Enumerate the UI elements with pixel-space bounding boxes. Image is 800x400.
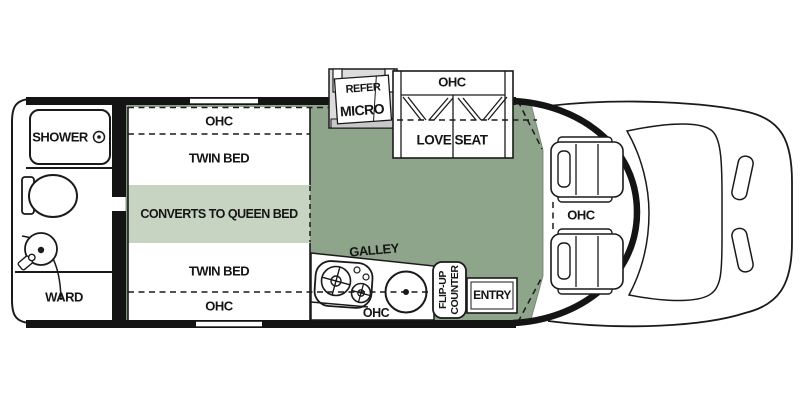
flip-up-line2: COUNTER [448,265,461,315]
bathroom-wall-upper [112,97,126,197]
bathroom-wall-lower [112,211,126,328]
stove-icon [310,260,374,309]
love-seat-unit [392,70,537,159]
ohc-label-bed-top: OHC [205,113,233,129]
hood-vent-icon [731,227,754,273]
ohc-label-loveseat: OHC [438,74,466,90]
micro-label: MICRO [339,100,385,120]
cab-seat-driver [550,136,624,203]
bath-sink-dot [37,246,45,254]
twin-bed-top-label: TWIN BED [188,150,250,166]
shower-pan [29,109,111,165]
ohc-label-cab: OHC [567,207,595,223]
flip-up-counter-box [432,261,467,319]
window-top [190,98,258,104]
entry-box [466,277,518,314]
ohc-label-galley: OHC [362,305,390,320]
ohc-label-bed-bottom: OHC [205,298,233,314]
flip-up-line1: FLIP-UP [437,270,449,310]
shower-label: SHOWER [32,129,88,145]
galley-sink-icon [384,270,428,314]
hood-vent-icon [731,155,754,201]
top-wall [26,97,516,105]
flip-up-counter-label: FLIP-UP COUNTER [437,265,461,315]
twin-bed-bottom-label: TWIN BED [188,263,250,279]
refer-micro-unit [328,68,398,129]
love-seat-label: LOVE SEAT [416,132,488,148]
faucet-icon [17,253,36,271]
bathroom [15,109,112,301]
ward-label: WARD [45,289,83,305]
entry-label: ENTRY [473,288,511,302]
cab-seat-passenger [550,228,624,295]
cab-floor-dashes [517,100,554,323]
bottom-wall [26,320,516,328]
cab-bulkhead-wall [512,97,641,327]
hood-outline [625,123,723,302]
bed-unit [127,106,333,320]
window-bottom [196,321,262,327]
seat-struts [402,96,508,121]
toilet-icon [28,174,78,218]
shower-drain-dot [97,135,101,139]
queen-bed-label: CONVERTS TO QUEEN BED [140,206,298,221]
queen-bed-area [128,185,310,243]
walls [26,97,516,328]
